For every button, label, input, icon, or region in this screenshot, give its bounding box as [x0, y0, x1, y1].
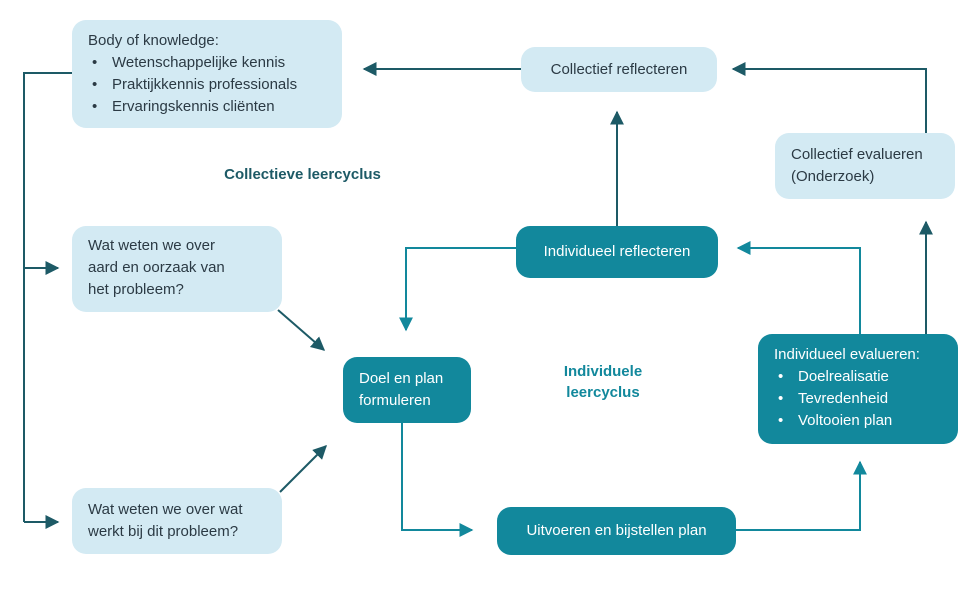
uitvoeren-label: Uitvoeren en bijstellen plan	[526, 522, 707, 539]
body-of-knowledge-title: Body of knowledge:	[88, 32, 219, 49]
collectief-evalueren-line2: (Onderzoek)	[791, 168, 875, 185]
wat-weten-werkt-line1: Wat weten we over wat	[88, 501, 243, 518]
individuele-leercyclus-line2: leercyclus	[566, 384, 640, 401]
doel-en-plan-line1: Doel en plan	[359, 370, 444, 387]
list-item: Wetenschappelijke kennis	[88, 52, 328, 74]
arrow-probleem-to-doel	[277, 309, 326, 351]
list-item: Voltooien plan	[774, 410, 944, 432]
collectief-evalueren-box: Collectief evalueren (Onderzoek)	[775, 133, 955, 199]
individueel-evalueren-list: Doelrealisatie Tevredenheid Voltooien pl…	[774, 366, 944, 432]
doel-en-plan-line2: formuleren	[359, 392, 431, 409]
uitvoeren-box: Uitvoeren en bijstellen plan	[497, 507, 736, 555]
arrow-collectief-evalueren-to-reflecteren	[731, 62, 927, 133]
wat-weten-werkt-box: Wat weten we over wat werkt bij dit prob…	[72, 488, 282, 554]
wat-weten-probleem-line2: aard en oorzaak van	[88, 259, 225, 276]
collectief-evalueren-line1: Collectief evalueren	[791, 146, 923, 163]
list-item: Ervaringskennis cliënten	[88, 96, 328, 118]
individueel-reflecteren-label: Individueel reflecteren	[543, 243, 691, 260]
arrow-werkt-to-doel	[279, 445, 327, 493]
collectief-reflecteren-label: Collectief reflecteren	[550, 60, 688, 78]
connector-knowledge-bracket	[23, 72, 72, 522]
arrow-uitvoeren-to-individueel-evalueren	[736, 460, 867, 531]
wat-weten-probleem-box: Wat weten we over aard en oorzaak van he…	[72, 226, 282, 312]
doel-en-plan-box: Doel en plan formuleren	[343, 357, 471, 423]
wat-weten-werkt-line2: werkt bij dit probleem?	[88, 523, 239, 540]
list-item: Tevredenheid	[774, 388, 944, 410]
arrow-evalueren-to-individueel-reflecteren	[736, 241, 861, 334]
individueel-evalueren-title: Individueel evalueren:	[774, 346, 920, 363]
collectief-reflecteren-box: Collectief reflecteren	[521, 47, 717, 92]
arrow-individueel-reflecteren-to-doel	[399, 247, 517, 332]
collectieve-leercyclus-label: Collectieve leercyclus	[224, 166, 381, 183]
individueel-evalueren-box: Individueel evalueren: Doelrealisatie Te…	[758, 334, 958, 444]
list-item: Praktijkkennis professionals	[88, 74, 328, 96]
wat-weten-probleem-line1: Wat weten we over	[88, 237, 215, 254]
list-item: Doelrealisatie	[774, 366, 944, 388]
body-of-knowledge-box: Body of knowledge: Wetenschappelijke ken…	[72, 20, 342, 128]
wat-weten-probleem-line3: het probleem?	[88, 281, 184, 298]
individuele-leercyclus-line1: Individuele	[563, 363, 643, 380]
body-of-knowledge-list: Wetenschappelijke kennis Praktijkkennis …	[88, 52, 328, 118]
individueel-reflecteren-box: Individueel reflecteren	[516, 226, 718, 278]
arrow-doel-to-uitvoeren	[401, 422, 474, 537]
individuele-leercyclus-label: Individuele leercyclus	[548, 361, 658, 403]
